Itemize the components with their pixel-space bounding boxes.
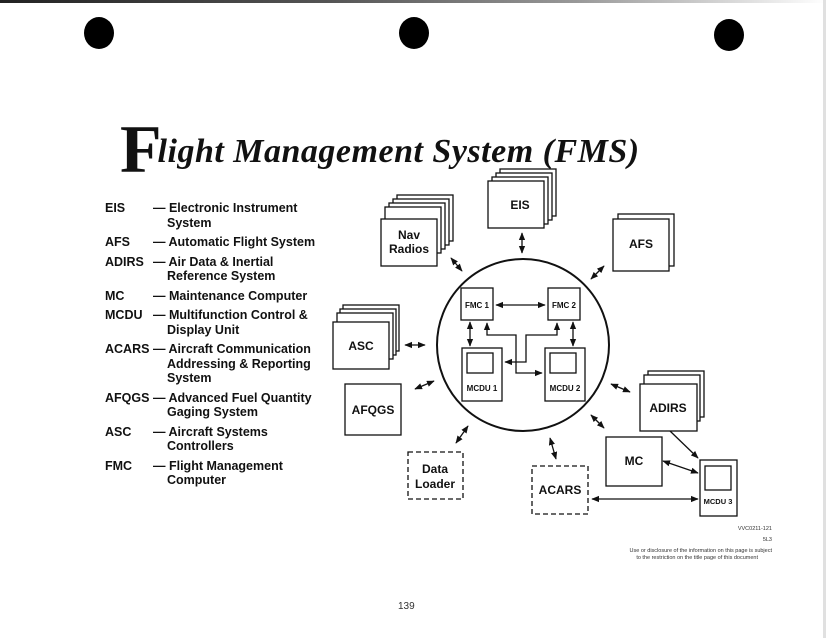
mcdu1-screen xyxy=(466,352,494,374)
adirs-stack xyxy=(639,370,705,432)
mc-box xyxy=(605,436,663,487)
adirs-label: ADIRS xyxy=(649,401,686,415)
scan-edge-right xyxy=(823,0,826,638)
title-rest: light Management System (FMS) xyxy=(157,133,640,170)
nav-radios-label-1: Nav xyxy=(398,228,420,242)
legend-item: ASC — Aircraft Systems Controllers xyxy=(105,425,335,454)
data-loader-box xyxy=(407,451,464,500)
afs-label: AFS xyxy=(629,237,653,251)
fmc2-box xyxy=(547,287,581,321)
afs-link xyxy=(590,265,605,280)
mc-mcdu3-link xyxy=(662,460,699,474)
asc-stack xyxy=(332,304,400,370)
punch-hole-left xyxy=(84,17,114,49)
acars-link xyxy=(548,437,558,460)
acars-label: ACARS xyxy=(539,483,582,497)
legend-definition: — Multifunction Control & Display Unit xyxy=(153,308,308,337)
legend-abbr: ASC xyxy=(105,424,132,439)
punch-hole-center xyxy=(399,17,429,49)
legend-definition: — Electronic Instrument System xyxy=(153,201,298,230)
nav-radios-label-2: Radios xyxy=(389,242,429,256)
legend-item: AFS — Automatic Flight System xyxy=(105,235,335,250)
data-loader-label-1: Data xyxy=(422,462,448,476)
afqgs-link xyxy=(414,380,435,390)
title-initial: F xyxy=(120,111,162,187)
doc-code: VVC0211-121 xyxy=(737,526,772,532)
legend-abbr: MC xyxy=(105,288,125,303)
asc-label: ASC xyxy=(348,339,374,353)
fms-core-circle xyxy=(436,258,610,432)
acronym-legend: EIS — Electronic Instrument System AFS — A… xyxy=(105,201,335,493)
afqgs-box xyxy=(344,383,402,436)
legend-definition: — Aircraft Communication Addressing & Re… xyxy=(153,342,311,385)
mcdu2-label: MCDU 2 xyxy=(550,384,581,393)
fmc1-label: FMC 1 xyxy=(465,301,490,310)
legend-abbr: FMC xyxy=(105,458,133,473)
legend-abbr: MCDU xyxy=(105,308,143,322)
notice-line-2: to the restriction on the title page of … xyxy=(636,555,758,561)
mcdu1-label: MCDU 1 xyxy=(467,384,498,393)
mcdu3-label: MCDU 3 xyxy=(704,497,733,506)
data-loader-label-2: Loader xyxy=(415,477,455,491)
legend-item: FMC — Flight Management Computer xyxy=(105,459,335,488)
fmc2-label: FMC 2 xyxy=(552,301,577,310)
legend-abbr: ADIRS xyxy=(105,254,144,269)
fmc1-box xyxy=(460,287,494,321)
adirs-mcdu3-link xyxy=(669,430,699,459)
legend-abbr: AFS xyxy=(105,235,130,249)
acars-box xyxy=(531,465,589,515)
nav-radios-link xyxy=(450,257,463,272)
scan-edge xyxy=(0,0,826,3)
notice-line-1: Use or disclosure of the information on … xyxy=(629,548,772,554)
legend-item: ADIRS — Air Data & Inertial Reference Sys… xyxy=(105,255,335,284)
legend-item: MCDU — Multifunction Control & Display Un… xyxy=(105,308,335,337)
legend-abbr: EIS xyxy=(105,201,126,215)
legend-definition: — Flight Management Computer xyxy=(153,458,283,488)
mcdu3-screen xyxy=(704,465,732,491)
sub-code: 5L3 xyxy=(762,537,772,543)
mcdu2-screen xyxy=(549,352,577,374)
legend-abbr: AFQGS xyxy=(105,390,150,405)
adirs-link xyxy=(610,383,631,393)
legend-definition: — Advanced Fuel Quantity Gaging System xyxy=(153,390,312,420)
legend-abbr: ACARS xyxy=(105,342,150,356)
eis-label: EIS xyxy=(510,198,529,212)
mc-link xyxy=(590,414,605,429)
punch-hole-right xyxy=(714,19,744,51)
page-number: 139 xyxy=(398,601,415,612)
afs-stack xyxy=(612,213,675,272)
legend-item: MC — Maintenance Computer xyxy=(105,289,335,304)
mc-label: MC xyxy=(625,454,644,468)
page-title: Flight Management System (FMS) xyxy=(120,100,720,187)
legend-definition: — Maintenance Computer xyxy=(153,288,308,303)
legend-item: ACARS— Aircraft Communication Addressing… xyxy=(105,342,335,386)
fmc2-mcdu1-link xyxy=(504,322,561,366)
legend-definition: — Aircraft Systems Controllers xyxy=(153,424,268,454)
eis-stack xyxy=(487,168,557,229)
legend-item: EIS — Electronic Instrument System xyxy=(105,201,335,230)
nav-radios-stack xyxy=(380,194,454,267)
afqgs-label: AFQGS xyxy=(352,403,395,417)
legend-definition: — Air Data & Inertial Reference System xyxy=(153,254,276,284)
legend-definition: — Automatic Flight System xyxy=(153,235,316,249)
data-loader-link xyxy=(455,425,469,444)
legend-item: AFQGS— Advanced Fuel Quantity Gaging Sys… xyxy=(105,391,335,420)
